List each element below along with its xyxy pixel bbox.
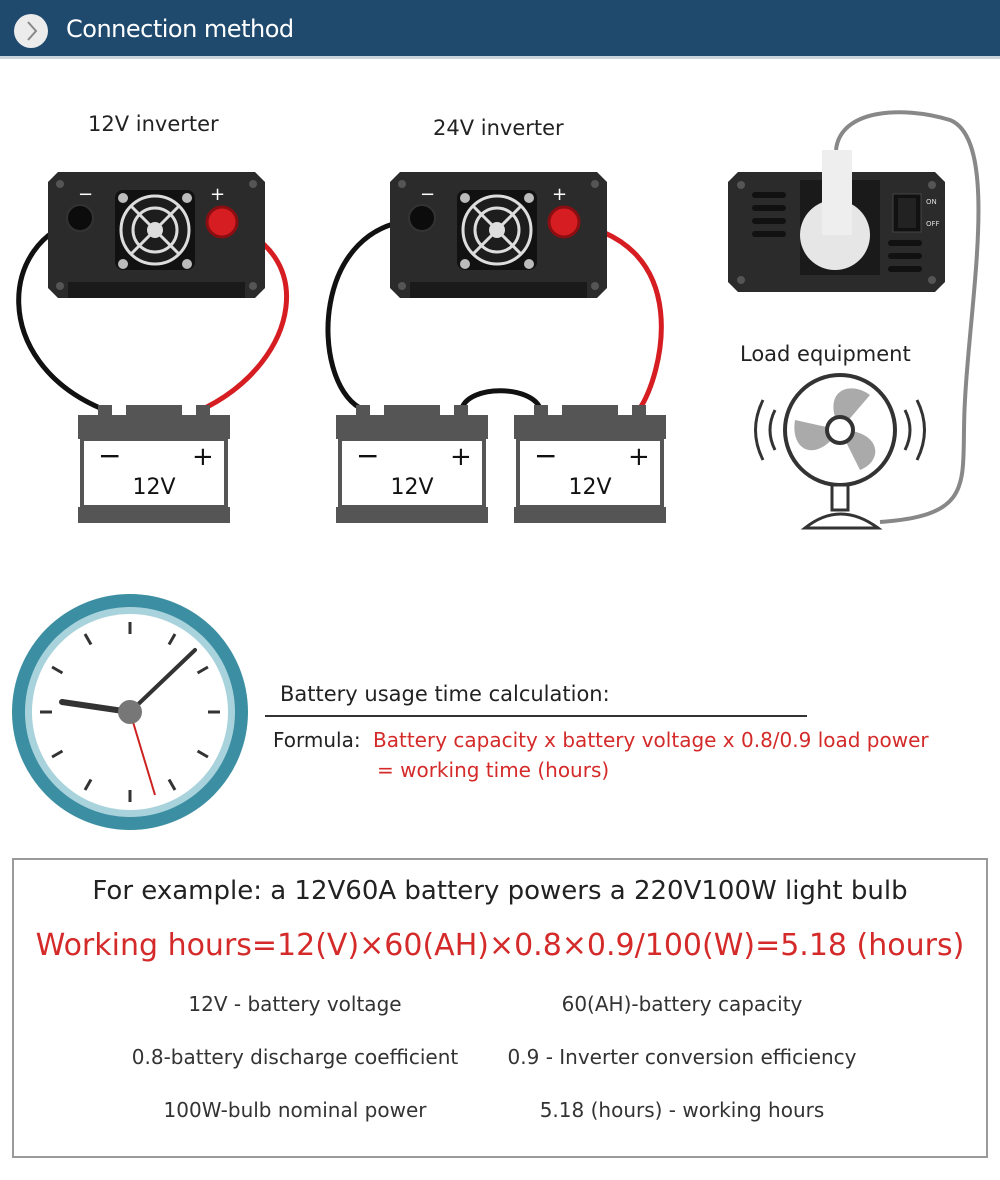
clock-tick (196, 665, 209, 675)
svg-text:−: − (356, 439, 379, 472)
divider (265, 715, 807, 717)
inverter-12v (46, 170, 267, 300)
clock-tick (51, 665, 64, 675)
svg-text:−: − (98, 439, 121, 472)
example-box (12, 858, 988, 1158)
svg-text:+: + (192, 442, 214, 472)
series-link-cable (459, 388, 543, 410)
inverter-24v (388, 170, 609, 300)
formula-result: = working time (hours) (377, 758, 610, 782)
battery-label: 12V (390, 475, 433, 500)
note: 5.18 (hours) - working hours (539, 1098, 825, 1122)
clock-tick (83, 778, 93, 791)
svg-text:−: − (534, 439, 557, 472)
inverter-24v-label: 24V inverter (433, 116, 564, 140)
clock-tick (51, 749, 64, 759)
note: 60(AH)-battery capacity (561, 992, 803, 1016)
svg-text:+: + (450, 442, 472, 472)
section-header: Connection method (0, 0, 1000, 59)
note: 12V - battery voltage (188, 992, 402, 1016)
note: 0.8-battery discharge coefficient (131, 1045, 459, 1069)
clock-tick (167, 778, 177, 791)
formula-label: Formula: (273, 728, 361, 752)
battery-label: 12V (568, 475, 611, 500)
switch-on-label: ON (926, 198, 937, 206)
note: 100W-bulb nominal power (163, 1098, 427, 1122)
clock-icon (12, 594, 248, 830)
chevron-right-icon (14, 14, 48, 48)
example-formula: Working hours=12(V)×60(AH)×0.8×0.9/100(W… (35, 928, 965, 963)
formula-text: Battery capacity x battery voltage x 0.8… (373, 728, 929, 752)
load-equipment-label: Load equipment (740, 342, 911, 366)
switch-off-label: OFF (926, 220, 940, 228)
svg-text:+: + (628, 442, 650, 472)
positive-cable (563, 219, 664, 410)
inverter-ac-side: ON OFF (728, 150, 945, 292)
fan-icon (754, 373, 926, 530)
section-title: Connection method (66, 15, 294, 43)
clock-tick (196, 749, 209, 759)
battery-label: 12V (132, 475, 175, 500)
negative-cable (325, 217, 423, 411)
connection-diagram: − + ON OFF (12, 110, 981, 830)
power-cord (834, 110, 981, 524)
inverter-12v-label: 12V inverter (88, 112, 219, 136)
example-title: For example: a 12V60A battery powers a 2… (92, 876, 908, 906)
note: 0.9 - Inverter conversion efficiency (507, 1045, 857, 1069)
clock-tick (167, 633, 177, 646)
calculation-title: Battery usage time calculation: (280, 682, 610, 706)
clock-tick (83, 633, 93, 646)
